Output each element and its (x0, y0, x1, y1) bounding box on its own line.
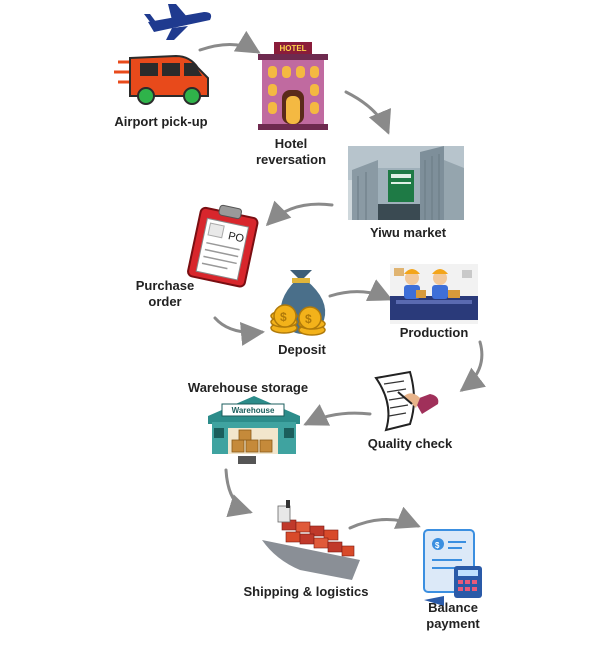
label-warehouse-storage: Warehouse storage (187, 380, 309, 395)
airplane-icon (144, 4, 212, 40)
factory-workers-icon (390, 264, 478, 324)
label-shipping-logistics: Shipping & logistics (243, 584, 369, 599)
svg-text:$: $ (435, 541, 440, 550)
label-yiwu-market: Yiwu market (369, 225, 447, 240)
airport-van-icon (114, 54, 209, 105)
invoice-calculator-icon: $ (423, 529, 482, 606)
arrow-market-to-po (265, 200, 334, 227)
money-bag-icon: $ $ (270, 270, 326, 336)
arrow-po-to-deposit (213, 316, 265, 346)
checklist-hand-icon (374, 370, 439, 432)
arrow-qc-to-warehouse (303, 404, 372, 426)
yiwu-market-photo (348, 146, 464, 220)
label-production: Production (399, 325, 469, 340)
label-hotel-reversation: Hotel reversation (255, 136, 327, 167)
label-quality-check: Quality check (367, 436, 453, 451)
arrow-warehouse-to-shipping (224, 468, 253, 518)
label-balance-payment: Balance payment (426, 600, 480, 631)
svg-text:$: $ (305, 312, 312, 326)
hotel-icon (258, 42, 328, 130)
arrow-airport-to-hotel (198, 30, 261, 54)
cargo-ship-icon (262, 500, 360, 580)
label-purchase-order: Purchase order (135, 278, 195, 309)
flow-arrows (198, 30, 486, 530)
arrow-deposit-to-production (328, 279, 393, 302)
arrow-hotel-to-market (344, 90, 391, 135)
warehouse-sign-text: Warehouse (232, 406, 275, 415)
po-clip-text: PO (227, 230, 245, 245)
label-airport-pick-up: Airport pick-up (114, 114, 208, 129)
label-deposit: Deposit (278, 342, 326, 357)
hotel-sign-text: HOTEL (279, 44, 307, 53)
arrow-production-to-qc (459, 340, 486, 392)
svg-text:$: $ (280, 310, 287, 324)
arrow-shipping-to-balance (348, 506, 421, 530)
purchase-order-clipboard-icon: PO (187, 204, 259, 288)
warehouse-icon: Warehouse (208, 396, 300, 464)
